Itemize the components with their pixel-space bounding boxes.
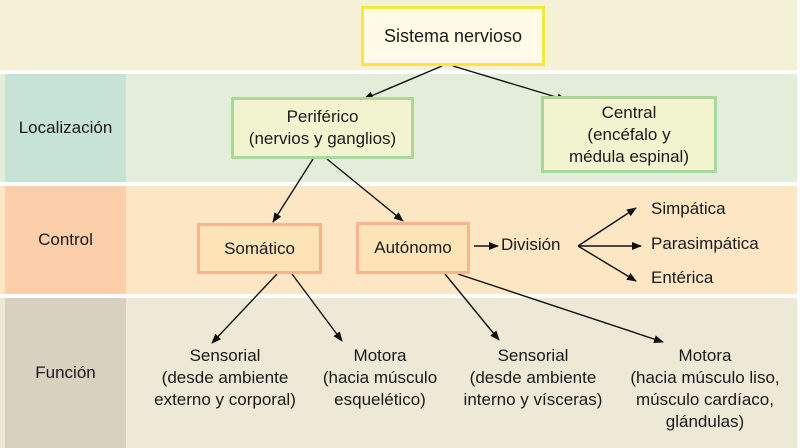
funcion-band <box>0 298 797 448</box>
node-autonomo-sensorial: Sensorial (desde ambiente interno y vísc… <box>463 346 603 409</box>
row-label-funcion: Función <box>5 298 126 448</box>
node-simpatica: Simpática <box>651 199 726 218</box>
row-label-localizacion: Localización <box>5 74 126 182</box>
node-somatico-sensorial: Sensorial (desde ambiente externo y corp… <box>154 346 296 409</box>
node-autonomo: Autónomo <box>356 222 470 274</box>
row-label-control: Control <box>5 186 126 294</box>
node-sistema-nervioso: Sistema nervioso <box>361 6 545 66</box>
node-autonomo-motora: Motora (hacia músculo liso, músculo card… <box>630 346 780 431</box>
node-central: Central (encéfalo y médula espinal) <box>541 96 717 173</box>
node-enterica: Entérica <box>651 268 714 287</box>
node-division: División <box>501 235 561 254</box>
node-somatico-motora: Motora (hacia músculo esquelético) <box>322 346 438 409</box>
node-somatico: Somático <box>197 223 322 274</box>
node-parasimpatica: Parasimpática <box>651 234 759 253</box>
node-periferico: Periférico (nervios y ganglios) <box>231 97 414 159</box>
